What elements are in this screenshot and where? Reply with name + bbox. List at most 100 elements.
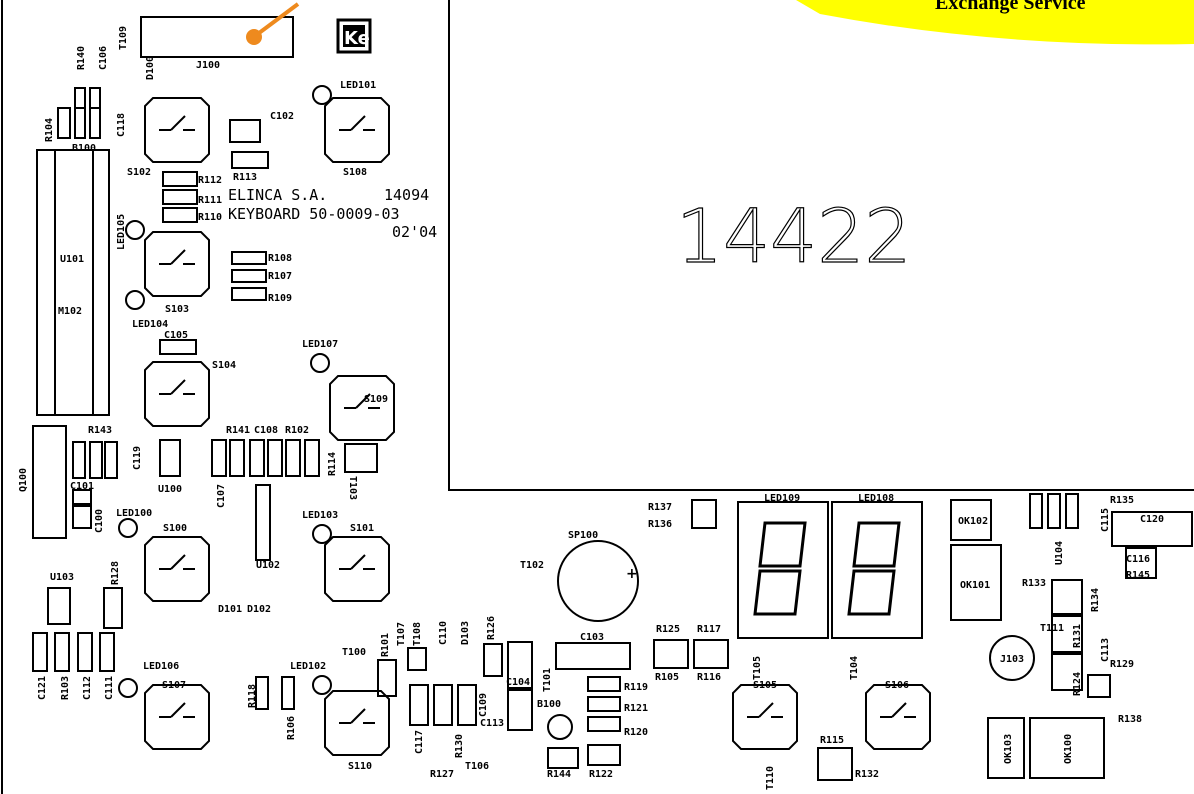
smd-pad	[285, 439, 301, 477]
ref-c119: C119	[132, 446, 143, 470]
smd-pad	[1051, 579, 1083, 615]
exchange-service-stamp: Exchange Service	[796, 0, 1194, 45]
smd-pad	[47, 587, 71, 625]
ref-led103: LED103	[302, 510, 338, 521]
pcb-number: 14422	[676, 194, 911, 280]
maker-line: ELINCA S.A.	[228, 186, 327, 204]
ref-r128: R128	[110, 561, 121, 585]
ref-r105: R105	[655, 672, 679, 683]
smd-pad	[1051, 615, 1083, 653]
smd-pad	[691, 499, 717, 529]
smd-pad	[162, 171, 198, 187]
ref-led101: LED101	[340, 80, 376, 91]
led-outline	[125, 290, 145, 310]
ref-u103: U103	[50, 572, 74, 583]
board-cutout-outline	[448, 0, 1194, 491]
smd-pad	[267, 439, 283, 477]
smd-pad	[99, 632, 115, 672]
smd-pad	[89, 107, 101, 139]
ref-c120: C120	[1140, 514, 1164, 525]
ref-c100: C100	[94, 509, 105, 533]
sp100-buzzer	[557, 540, 639, 622]
ref-ok100: OK100	[1063, 734, 1074, 764]
ok100-coupler	[1029, 717, 1105, 779]
smd-pad	[377, 659, 397, 697]
j103-jack	[989, 635, 1035, 681]
smd-pad	[89, 441, 103, 479]
ref-d102: D102	[247, 604, 271, 615]
ref-r124: R124	[1072, 672, 1083, 696]
ref-c110: C110	[438, 621, 449, 645]
ref-r108: R108	[268, 253, 292, 264]
smd-pad	[211, 439, 227, 477]
smd-pad	[231, 151, 269, 169]
ref-u100: U100	[158, 484, 182, 495]
smd-pad	[1125, 547, 1157, 579]
smd-pad	[103, 587, 123, 629]
led-outline	[312, 675, 332, 695]
date-code: 02'04	[392, 223, 437, 241]
smd-pad	[229, 119, 261, 143]
ref-c111: C111	[104, 676, 115, 700]
ref-q100: Q100	[18, 468, 29, 492]
ref-s108: S108	[343, 167, 367, 178]
ref-r136: R136	[648, 519, 672, 530]
led-outline	[118, 518, 138, 538]
smd-pad	[1065, 493, 1079, 529]
j100-connector	[140, 16, 294, 58]
smd-pad	[653, 639, 689, 669]
tact-switch	[144, 684, 210, 750]
ref-c116: C116	[1126, 554, 1150, 565]
ref-r113: R113	[233, 172, 257, 183]
tact-switch	[324, 536, 390, 602]
ok103-coupler	[987, 717, 1025, 779]
ref-led109: LED109	[764, 493, 800, 504]
ref-r112: R112	[198, 175, 222, 186]
ref-j103: J103	[1000, 654, 1024, 665]
ref-c113: C113	[480, 718, 504, 729]
smd-pad	[1047, 493, 1061, 529]
ref-c102: C102	[270, 111, 294, 122]
tact-switch	[144, 361, 210, 427]
ref-u101: U101	[60, 254, 84, 265]
ref-r137: R137	[648, 502, 672, 513]
ref-r121: R121	[624, 703, 648, 714]
ref-r116: R116	[697, 672, 721, 683]
ref-c121: C121	[37, 676, 48, 700]
ref-r118: R118	[247, 684, 258, 708]
smd-pad	[507, 689, 533, 731]
ref-r110: R110	[198, 212, 222, 223]
ref-r107: R107	[268, 271, 292, 282]
ref-c101: C101	[70, 481, 94, 492]
led-outline	[312, 85, 332, 105]
smd-pad	[587, 716, 621, 732]
ref-j100: J100	[196, 60, 220, 71]
ref-s107: S107	[162, 680, 186, 691]
smd-pad	[587, 676, 621, 692]
smd-pad	[555, 642, 631, 670]
ref-t109: T109	[118, 26, 129, 50]
ref-c107: C107	[216, 484, 227, 508]
ref-r140: R140	[76, 46, 87, 70]
ref-r133: R133	[1022, 578, 1046, 589]
ref-s106: S106	[885, 680, 909, 691]
ref-b100b: B100	[537, 699, 561, 710]
ref-t107: T107	[396, 622, 407, 646]
ref-r122: R122	[589, 769, 613, 780]
smd-pad	[162, 207, 198, 223]
ref-s101: S101	[350, 523, 374, 534]
smd-pad	[1111, 511, 1193, 547]
ref-c113b: C113	[1100, 638, 1111, 662]
ref-r101: R101	[380, 633, 391, 657]
ref-r141: R141	[226, 425, 250, 436]
ref-r127: R127	[430, 769, 454, 780]
ref-c117: C117	[414, 730, 425, 754]
ref-r132: R132	[855, 769, 879, 780]
ref-r114: R114	[327, 452, 338, 476]
ref-r117: R117	[697, 624, 721, 635]
led109-display	[737, 501, 829, 639]
smd-pad	[457, 684, 477, 726]
tact-switch	[329, 375, 395, 441]
ref-c109: C109	[478, 693, 489, 717]
b100-beeper	[547, 714, 573, 740]
